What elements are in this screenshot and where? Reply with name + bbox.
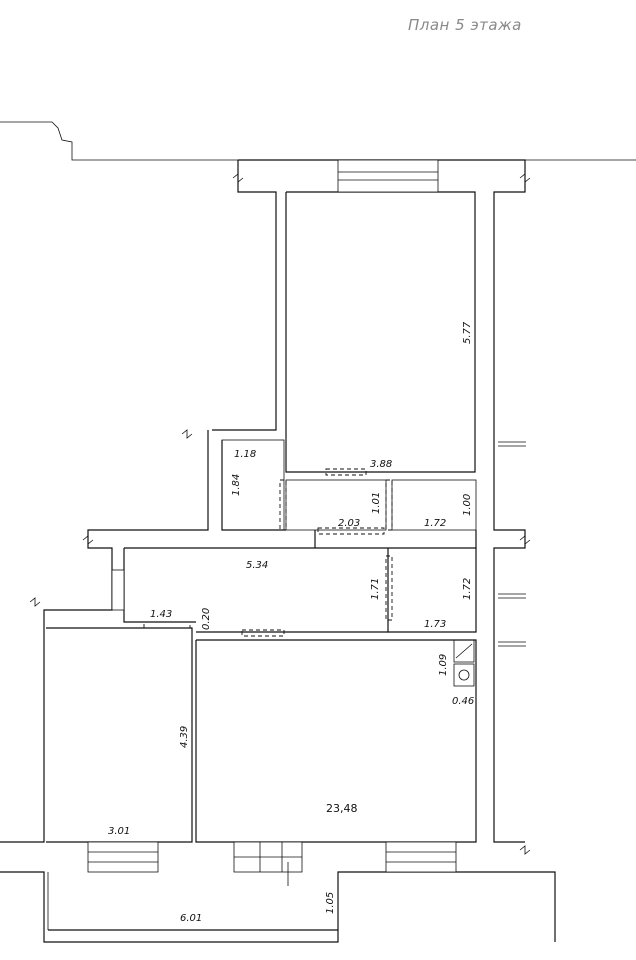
dim-niche-width: 0.46 bbox=[452, 696, 474, 707]
exterior-walls bbox=[0, 159, 556, 943]
dim-bedroom-width: 3.01 bbox=[108, 826, 130, 837]
dimension-labels: 5.77 3.88 1.18 1.84 2.03 1.01 1.72 1.00 … bbox=[108, 321, 474, 924]
dim-balcony-height: 1.05 bbox=[325, 892, 336, 914]
dim-closet-height: 1.84 bbox=[231, 474, 242, 496]
dim-corridor-width: 2.03 bbox=[338, 518, 360, 529]
doors bbox=[143, 468, 393, 637]
dim-wc-width: 1.73 bbox=[424, 619, 446, 630]
dim-room-width: 3.88 bbox=[370, 459, 392, 470]
plan-title: План 5 этажа bbox=[408, 16, 522, 34]
dim-corridor-height: 1.01 bbox=[371, 492, 382, 514]
kitchen-area-label: 23,48 bbox=[326, 802, 358, 815]
dim-wc-height: 1.72 bbox=[462, 578, 473, 600]
dim-hall-height: 1.71 bbox=[370, 578, 381, 600]
dim-passage-width: 1.43 bbox=[150, 609, 172, 620]
dim-niche-height: 1.09 bbox=[438, 654, 449, 676]
interior-walls bbox=[46, 439, 477, 843]
dim-hall-width: 5.34 bbox=[246, 560, 268, 571]
dim-bath-height: 1.00 bbox=[462, 494, 473, 516]
dim-room-height: 5.77 bbox=[462, 321, 473, 344]
break-marks bbox=[29, 173, 531, 886]
dim-bath-width: 1.72 bbox=[424, 518, 446, 529]
dim-passage-height: 0.20 bbox=[201, 608, 212, 630]
windows bbox=[87, 159, 457, 873]
dim-closet-width: 1.18 bbox=[234, 449, 256, 460]
dim-bedroom-height: 4.39 bbox=[179, 726, 190, 748]
adjacent-building-outline bbox=[0, 121, 636, 161]
dim-balcony-width: 6.01 bbox=[180, 913, 202, 924]
